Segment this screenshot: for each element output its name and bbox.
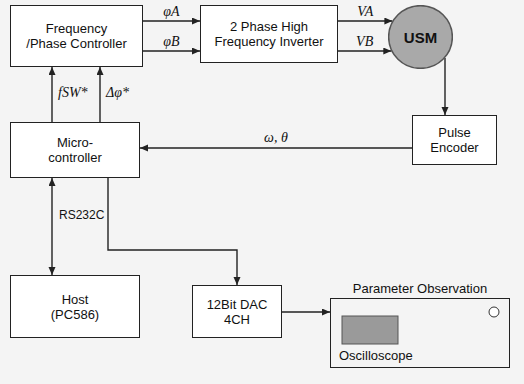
box-label: USM (404, 30, 437, 45)
signal-label: RS232C (58, 208, 105, 223)
box-label: Pulse Encoder (425, 125, 485, 155)
connector-arrow (51, 67, 52, 122)
box-label: 2 Phase High Frequency Inverter (210, 19, 328, 49)
connector-arrow (143, 50, 200, 51)
connector-arrow (282, 311, 330, 312)
process-box: 2 Phase High Frequency Inverter (200, 5, 338, 63)
signal-label: φB (162, 34, 180, 49)
connector-arrow (140, 147, 412, 148)
box-label: Host (PC586) (45, 292, 105, 322)
process-box: 12Bit DAC 4CH (192, 285, 282, 338)
box-label: Micro- controller (40, 135, 110, 165)
connector-arrow (143, 20, 200, 21)
signal-label: Δφ* (105, 85, 130, 100)
signal-label: ω, θ (263, 130, 289, 145)
connector-arrow (108, 178, 237, 285)
process-box: Frequency /Phase Controller (10, 5, 143, 67)
connector-arrow (338, 20, 392, 21)
motor-circle: USM (388, 5, 453, 69)
connector-arrow (338, 50, 391, 51)
signal-label: VA (356, 4, 374, 19)
heading-label: Parameter Observation (331, 281, 509, 296)
signal-label: VB (355, 34, 374, 49)
connector-arrow (99, 67, 100, 122)
signal-label: fSW* (57, 85, 89, 100)
connector-arrow (51, 178, 52, 275)
instrument-box: Parameter ObservationOscilloscope (330, 298, 510, 368)
process-box: Pulse Encoder (412, 115, 497, 165)
box-label: Oscilloscope (339, 348, 413, 363)
process-box: Host (PC586) (10, 275, 140, 338)
connector-arrow (444, 58, 445, 115)
oscilloscope-screen (342, 316, 398, 344)
box-label: Frequency /Phase Controller (25, 21, 129, 51)
oscilloscope-knob (489, 307, 499, 317)
process-box: Micro- controller (10, 122, 140, 178)
box-label: 12Bit DAC 4CH (202, 297, 272, 327)
signal-label: φA (162, 4, 180, 19)
